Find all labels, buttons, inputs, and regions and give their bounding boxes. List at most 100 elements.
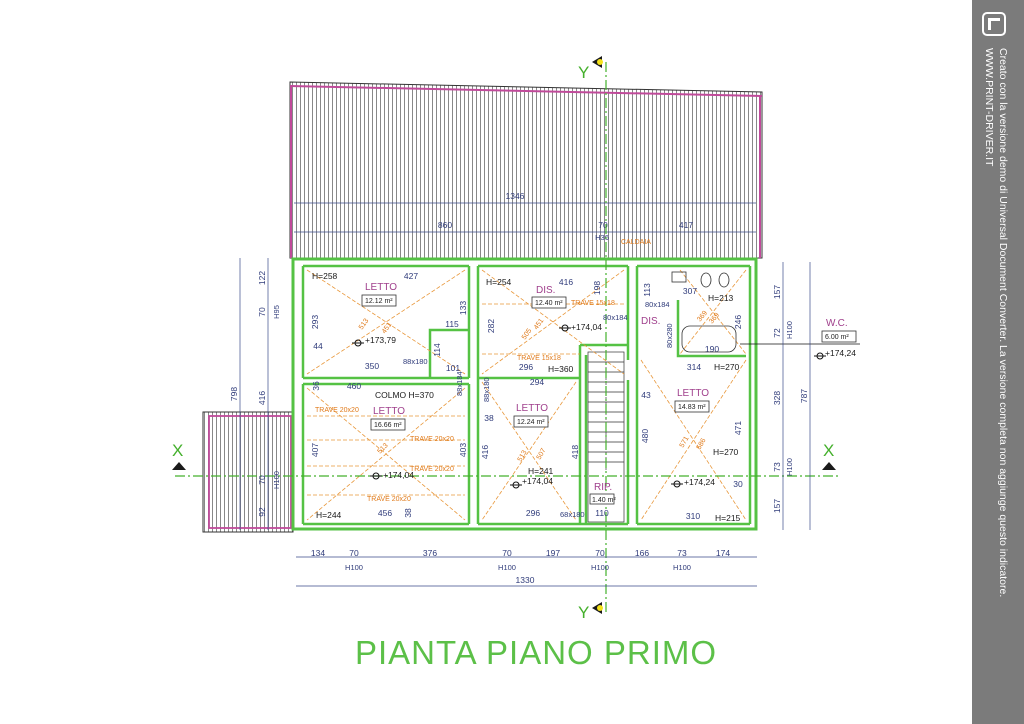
watermark-text-svg: Creato con la versione demo di Universal…	[983, 48, 1009, 597]
dim-left-a: 122	[257, 271, 267, 285]
room-name: LETTO	[373, 406, 405, 417]
logo-mark-icon	[988, 18, 1000, 30]
dim-bottom-h: H100	[673, 563, 691, 572]
inner-dimensions: 427 293 133 115 114 101 350 460 416 198 …	[310, 271, 743, 521]
axis-lines	[175, 62, 838, 612]
dim-diag: 586	[696, 437, 708, 451]
dim-diag: 505	[521, 327, 533, 341]
dim-bottom: 197	[546, 548, 560, 558]
dim-bottom-total: 1330	[516, 575, 535, 585]
dim-diag: 513	[358, 317, 370, 331]
dim-inner: 68x180	[560, 510, 585, 519]
height-label: H=270	[714, 362, 740, 372]
dim-left-c: 416	[257, 391, 267, 405]
room-name: LETTO	[516, 403, 548, 414]
axis-y-top-label: Y	[578, 63, 589, 82]
height-label: H=244	[316, 510, 342, 520]
room-area: 6.00 m²	[825, 334, 849, 341]
axis-y-bottom-dot	[597, 605, 603, 611]
dim-top-c: 417	[679, 220, 693, 230]
dim-bottom: 70	[349, 548, 359, 558]
dim-right-e: 157	[772, 499, 782, 513]
dim-inner: 314	[687, 362, 701, 372]
room-area: 12.24 m²	[517, 419, 545, 426]
dim-inner: 296	[526, 508, 540, 518]
dim-left-b-h: H95	[272, 305, 281, 319]
dim-inner: 101	[446, 363, 460, 373]
room-name: RIP.	[594, 482, 612, 493]
dim-inner: 38	[484, 413, 494, 423]
dim-inner: 88x180	[403, 357, 428, 366]
room-area: 14.83 m²	[678, 404, 706, 411]
dim-top-a: 860	[438, 220, 452, 230]
dim-top-b-h: H36	[595, 233, 609, 242]
dim-inner: 44	[313, 341, 323, 351]
dim-diag: 507	[536, 447, 548, 461]
dim-inner: 310	[686, 511, 700, 521]
bathroom-fixtures	[671, 271, 737, 353]
level-mark: +174,04	[522, 476, 553, 486]
room-area: 1.40 m²	[592, 497, 616, 504]
dim-diag: 571	[679, 435, 691, 449]
dim-inner: 246	[733, 315, 743, 329]
dim-inner: 133	[458, 301, 468, 315]
height-label: H=241	[528, 466, 554, 476]
watermark-logo	[982, 12, 1006, 36]
interior-walls	[301, 264, 752, 526]
dim-inner: 36	[311, 381, 321, 391]
axis-x-left-label: X	[172, 441, 183, 460]
dim-inner: 114	[432, 343, 442, 357]
beam-label: TRAVE 15x18	[571, 300, 615, 307]
dim-left-e: 92	[257, 507, 267, 517]
dim-inner: 282	[486, 319, 496, 333]
level-mark: +174,24	[825, 348, 856, 358]
dim-bottom: 166	[635, 548, 649, 558]
axis-x-right-label: X	[823, 441, 834, 460]
page-title: PIANTA PIANO PRIMO	[355, 634, 717, 671]
dim-inner: 418	[570, 445, 580, 459]
dim-bottom: 70	[595, 548, 605, 558]
level-mark: +174,04	[383, 470, 414, 480]
dim-diag: 513	[517, 449, 529, 463]
height-label: H=360	[548, 364, 574, 374]
balcony-edge	[208, 415, 292, 529]
dim-right-d-h: H100	[785, 458, 794, 476]
dim-inner: 456	[378, 508, 392, 518]
dim-bottom: 134	[311, 548, 325, 558]
dim-inner: 43	[641, 390, 651, 400]
dim-left-d-h: H100	[272, 471, 281, 489]
dim-inner: 88x180	[482, 377, 491, 402]
roof-area	[289, 81, 763, 259]
roof-edge-top	[289, 85, 763, 97]
toilet-icon	[700, 272, 712, 288]
room-labels: LETTO 12.12 m² DIS. 12.40 m² LETTO 16.66…	[361, 282, 857, 505]
dim-left-b: 70	[257, 307, 267, 317]
dim-left-total: 798	[229, 387, 239, 401]
beam-lines	[306, 269, 747, 521]
caldaia-label: CALDAIA	[621, 239, 651, 246]
bidet-icon	[718, 272, 730, 288]
balcony-area	[202, 411, 294, 533]
level-mark: +174,04	[571, 322, 602, 332]
dim-right-c: 328	[772, 391, 782, 405]
dim-inner: 293	[310, 315, 320, 329]
sink-icon	[671, 271, 687, 283]
room-name: LETTO	[677, 388, 709, 399]
beam-label: TRAVE 15x18	[517, 355, 561, 362]
dim-right-b: 72	[772, 328, 782, 338]
dim-inner: 460	[347, 381, 361, 391]
dim-inner: 427	[404, 271, 418, 281]
beam-labels: TRAVE 20x20 TRAVE 20x20 TRAVE 20x20 TRAV…	[315, 300, 615, 503]
room-area: 12.40 m²	[535, 300, 563, 307]
dim-inner: 88x184	[455, 371, 464, 396]
beam-label: TRAVE 20x20	[315, 407, 359, 414]
beam-label: TRAVE 20x20	[410, 466, 454, 473]
axis-y-bottom-label: Y	[578, 603, 589, 622]
dim-inner: 294	[530, 377, 544, 387]
dim-bottom: 174	[716, 548, 730, 558]
height-label: H=258	[312, 271, 338, 281]
height-label: H=213	[708, 293, 734, 303]
axis-y-top-dot	[597, 59, 603, 65]
dim-inner: 416	[559, 277, 573, 287]
